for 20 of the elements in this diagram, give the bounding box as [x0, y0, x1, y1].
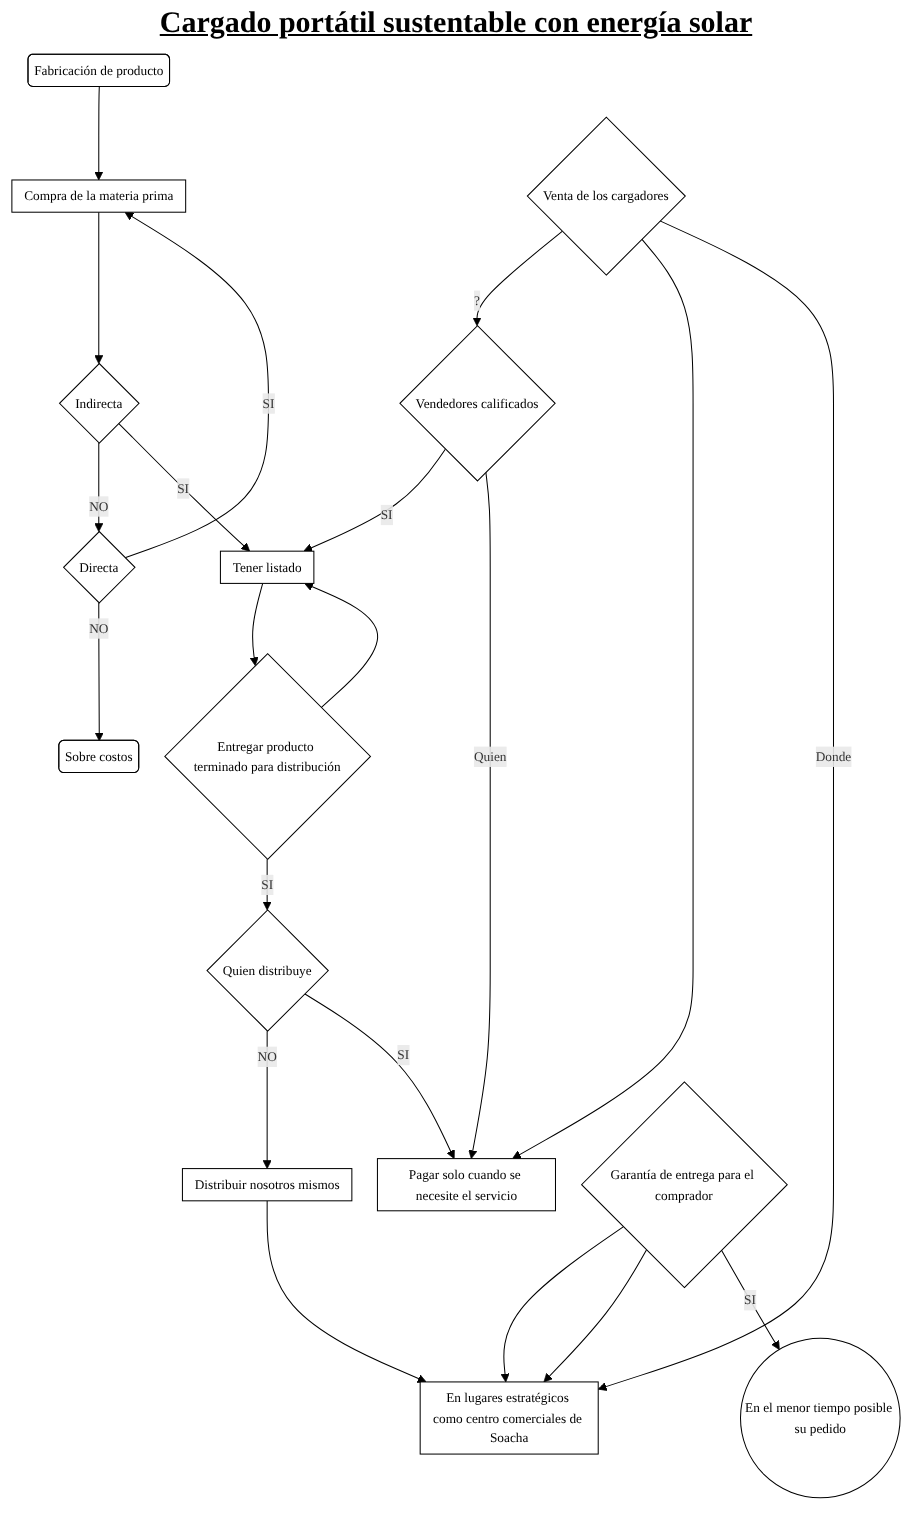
arrow — [249, 582, 264, 666]
arrow — [597, 220, 834, 1391]
arrow — [124, 211, 269, 559]
arrow — [94, 602, 104, 742]
arrow — [468, 471, 491, 1159]
arrow — [94, 211, 104, 364]
arrow — [304, 582, 379, 709]
arrow — [118, 422, 251, 552]
arrow — [94, 442, 104, 532]
arrow — [303, 448, 446, 553]
arrow — [262, 1030, 272, 1169]
arrow — [720, 1249, 780, 1350]
arrow — [472, 230, 563, 327]
arrow — [304, 993, 455, 1159]
arrow — [94, 86, 104, 181]
arrow — [512, 238, 694, 1159]
arrow — [500, 1226, 624, 1383]
diagram-title: Cargado portátil sustentable con energía solar — [157, 8, 755, 42]
arrow — [266, 1200, 427, 1383]
arrow — [543, 1249, 647, 1383]
